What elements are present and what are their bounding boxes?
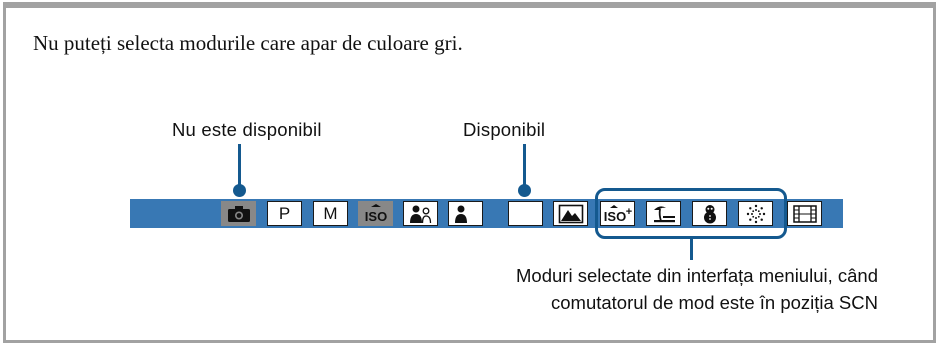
leader-dot-available [518, 184, 531, 197]
night-scene-icon [508, 201, 543, 226]
snow-icon [692, 201, 727, 226]
note-text: Nu puteți selecta modurile care apar de … [33, 31, 463, 55]
fireworks-icon [738, 201, 773, 226]
scn-mode-group [595, 188, 787, 239]
manual-mode-button: M [313, 201, 348, 226]
svg-text:ISO: ISO [603, 209, 625, 224]
landscape-icon [553, 201, 588, 226]
leader-line-available [523, 144, 526, 188]
svg-text:+: + [625, 206, 631, 218]
movie-icon [787, 201, 822, 226]
beach-icon [646, 201, 681, 226]
camera-icon [221, 201, 256, 226]
callout-scn-modes: Moduri selectate din interfața meniului,… [358, 262, 878, 316]
night-portrait-icon [448, 201, 483, 226]
callout-scn-line2: comutatorul de mod este în poziția SCN [551, 292, 878, 313]
program-mode-label: P [278, 204, 291, 223]
svg-text:ISO: ISO [364, 209, 386, 224]
note-frame [3, 2, 936, 343]
program-mode-button: P [267, 201, 302, 226]
leader-dot-unavailable [233, 184, 246, 197]
leader-line-scn [690, 238, 693, 260]
leader-line-unavailable [238, 144, 241, 188]
manual-mode-label: M [323, 204, 338, 223]
high-iso-icon: ISO [358, 201, 393, 226]
portrait-icon [403, 201, 438, 226]
callout-unavailable: Nu este disponibil [172, 119, 322, 140]
callout-available: Disponibil [463, 119, 546, 140]
iso-boost-icon: ISO + [600, 201, 635, 226]
callout-scn-line1: Moduri selectate din interfața meniului,… [516, 265, 878, 286]
